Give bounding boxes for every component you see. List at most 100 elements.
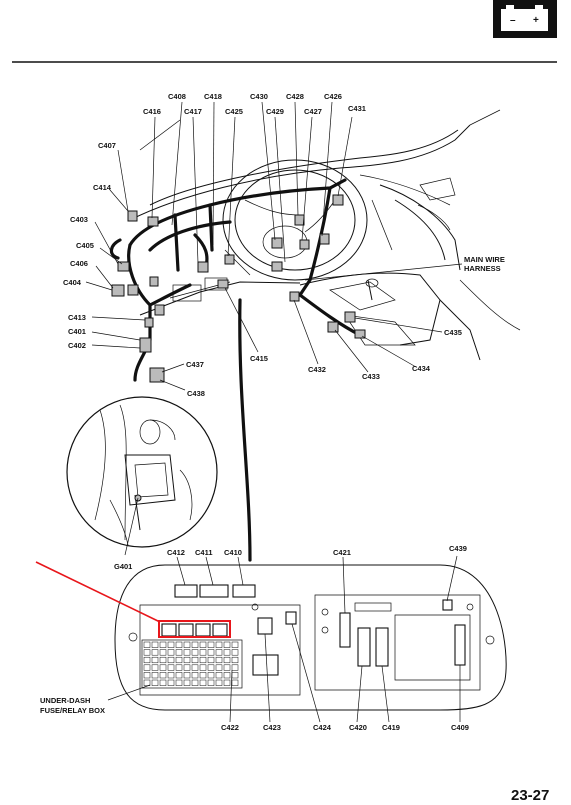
fuse-slot — [199, 664, 207, 671]
label-c418: C418 — [204, 92, 222, 101]
fuse-slot — [143, 672, 151, 679]
label-c424: C424 — [313, 723, 332, 732]
fuse-slot — [207, 649, 215, 656]
fuse-box-leaders — [107, 555, 461, 723]
fuse-slot — [231, 664, 239, 671]
fuse-slot — [151, 649, 159, 656]
fuse-slot — [199, 641, 207, 648]
fuse-slot — [231, 649, 239, 656]
label-g401: G401 — [114, 562, 132, 571]
fuse-slot — [151, 672, 159, 679]
fuse-slot — [191, 656, 199, 664]
label-main-wire-1: MAIN WIRE — [464, 255, 505, 264]
battery-minus: – — [510, 15, 516, 26]
fuse-slot — [215, 656, 223, 664]
label-c402: C402 — [68, 341, 86, 350]
fuse-slot — [159, 672, 167, 679]
fuse-grid — [141, 639, 243, 689]
fuse-slot — [191, 649, 199, 656]
label-c417: C417 — [184, 107, 202, 116]
label-c406: C406 — [70, 259, 88, 268]
label-c419: C419 — [382, 723, 400, 732]
fuse-slot — [215, 641, 223, 648]
label-c413: C413 — [68, 313, 86, 322]
fuse-slot — [223, 641, 231, 648]
label-c434: C434 — [412, 364, 431, 373]
ground-detail-inset — [66, 396, 218, 556]
label-c421: C421 — [333, 548, 351, 557]
label-c403: C403 — [70, 215, 88, 224]
fuse-slot — [191, 679, 199, 686]
battery-plus: + — [533, 15, 539, 26]
fuse-slot — [159, 649, 167, 656]
fuse-slot — [183, 641, 191, 648]
label-c401: C401 — [68, 327, 86, 336]
fuse-slot — [231, 656, 239, 664]
label-c412: C412 — [167, 548, 185, 557]
fuse-slot — [151, 656, 159, 664]
label-c404: C404 — [63, 278, 82, 287]
fuse-slot — [151, 641, 159, 648]
fuse-slot — [143, 664, 151, 671]
label-c432: C432 — [308, 365, 326, 374]
label-c431: C431 — [348, 104, 366, 113]
fuse-slot — [167, 664, 175, 671]
fuse-slot — [159, 664, 167, 671]
label-c430: C430 — [250, 92, 268, 101]
fuse-slot — [215, 672, 223, 679]
fuse-slot — [183, 664, 191, 671]
label-c422: C422 — [221, 723, 239, 732]
label-c439: C439 — [449, 544, 467, 553]
fuse-slot — [175, 664, 183, 671]
fuse-slot — [191, 641, 199, 648]
fuse-slot — [199, 672, 207, 679]
fuse-slot — [175, 641, 183, 648]
dash-connectors — [111, 194, 366, 383]
fuse-slot — [223, 656, 231, 664]
fuse-slot — [175, 672, 183, 679]
fuse-slot — [143, 679, 151, 686]
fuse-slot — [231, 679, 239, 686]
fuse-slot — [167, 672, 175, 679]
label-c405: C405 — [76, 241, 94, 250]
fuse-relay-box — [114, 564, 507, 711]
battery-icon: – + — [493, 0, 557, 38]
label-c407: C407 — [98, 141, 116, 150]
fuse-slot — [223, 649, 231, 656]
fuse-slot — [207, 679, 215, 686]
fuse-slot — [207, 656, 215, 664]
fuse-slot — [175, 679, 183, 686]
label-main-wire-2: HARNESS — [464, 264, 501, 273]
fuse-slot — [223, 672, 231, 679]
fuse-slot — [199, 679, 207, 686]
fuse-slot — [183, 672, 191, 679]
label-c423: C423 — [263, 723, 281, 732]
label-c428: C428 — [286, 92, 304, 101]
label-c437: C437 — [186, 360, 204, 369]
label-c416: C416 — [143, 107, 161, 116]
fuse-slot — [167, 641, 175, 648]
label-c435: C435 — [444, 328, 462, 337]
fuse-slot — [183, 656, 191, 664]
fuse-slot — [215, 679, 223, 686]
fuse-slot — [175, 649, 183, 656]
fuse-slot — [223, 679, 231, 686]
fuse-slot — [143, 641, 151, 648]
label-c425: C425 — [225, 107, 243, 116]
label-c414: C414 — [93, 183, 112, 192]
fuse-slot — [231, 672, 239, 679]
fuse-slot — [207, 641, 215, 648]
fuse-slot — [191, 664, 199, 671]
fuse-slot — [143, 649, 151, 656]
fuse-slot — [159, 641, 167, 648]
label-c410: C410 — [224, 548, 242, 557]
fuse-slot — [207, 672, 215, 679]
label-c429: C429 — [266, 107, 284, 116]
fuse-slot — [167, 656, 175, 664]
fuse-slot — [151, 679, 159, 686]
fuse-slot — [199, 656, 207, 664]
label-c415: C415 — [250, 354, 268, 363]
fuse-slot — [167, 679, 175, 686]
label-fuse-box-1: UNDER-DASH — [40, 696, 90, 705]
